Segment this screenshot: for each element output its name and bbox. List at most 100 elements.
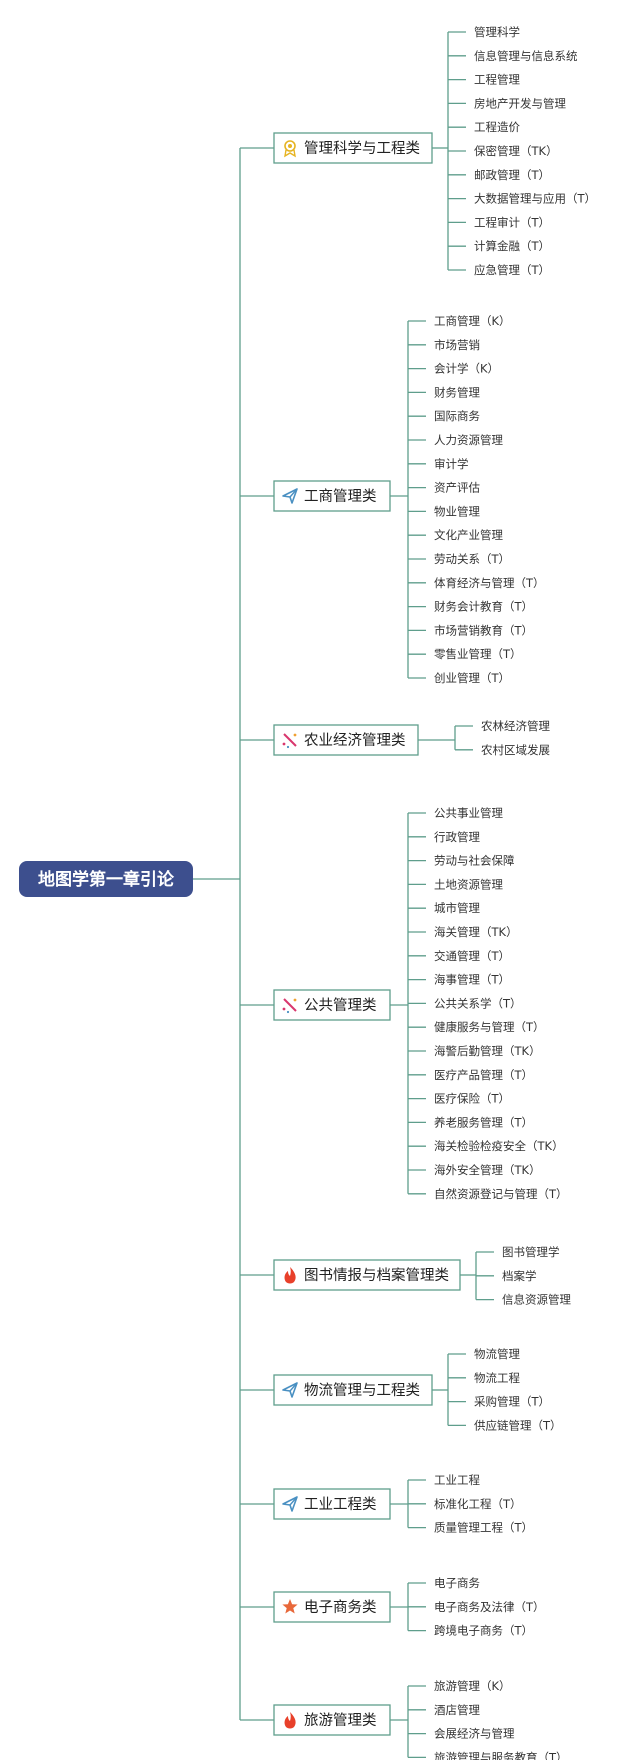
leaf-item[interactable]: 电子商务 bbox=[434, 1576, 480, 1590]
leaf-item[interactable]: 保密管理（TK） bbox=[474, 144, 558, 158]
leaf-item[interactable]: 海事管理（T） bbox=[434, 973, 510, 987]
category-box bbox=[273, 1591, 391, 1623]
leaf-item[interactable]: 养老服务管理（T） bbox=[434, 1115, 533, 1129]
leaf-item[interactable]: 行政管理 bbox=[434, 830, 480, 844]
leaf-item[interactable]: 房地产开发与管理 bbox=[474, 96, 566, 110]
leaf-item[interactable]: 信息资源管理 bbox=[502, 1293, 571, 1307]
leaf-item[interactable]: 应急管理（T） bbox=[474, 263, 550, 277]
root-node-box bbox=[19, 861, 193, 897]
leaf-item[interactable]: 国际商务 bbox=[434, 409, 480, 423]
leaf-item[interactable]: 电子商务及法律（T） bbox=[434, 1600, 545, 1614]
category-list: 管理科学与工程类 管理科学信息管理与信息系统工程管理房地产开发与管理工程造价保密管… bbox=[273, 25, 596, 1760]
leaf-item[interactable]: 物业管理 bbox=[434, 504, 480, 518]
category-node[interactable]: 公共管理类 bbox=[273, 989, 391, 1021]
leaf-item[interactable]: 海关管理（TK） bbox=[434, 925, 518, 939]
category-label: 旅游管理类 bbox=[304, 1712, 377, 1729]
magic-wand-icon bbox=[282, 998, 297, 1014]
paper-plane-icon bbox=[282, 1382, 298, 1398]
leaf-item[interactable]: 交通管理（T） bbox=[434, 949, 510, 963]
leaf-item[interactable]: 文化产业管理 bbox=[434, 528, 503, 542]
leaf-item[interactable]: 工程管理 bbox=[474, 73, 520, 87]
paper-plane-icon bbox=[282, 1496, 298, 1512]
flame-icon bbox=[284, 1712, 296, 1729]
leaf-item[interactable]: 海警后勤管理（TK） bbox=[434, 1044, 541, 1058]
category-box bbox=[273, 1488, 391, 1520]
category-box bbox=[273, 1374, 433, 1406]
leaf-item[interactable]: 体育经济与管理（T） bbox=[434, 576, 545, 590]
category-node[interactable]: 电子商务类 bbox=[273, 1591, 391, 1623]
leaf-item[interactable]: 市场营销 bbox=[434, 338, 480, 352]
magic-wand-icon bbox=[282, 733, 297, 749]
root-node[interactable]: 地图学第一章引论 bbox=[19, 861, 193, 897]
leaf-item[interactable]: 资产评估 bbox=[434, 481, 480, 495]
category-node[interactable]: 管理科学与工程类 bbox=[273, 132, 433, 164]
leaf-item[interactable]: 管理科学 bbox=[474, 25, 520, 39]
category-box bbox=[273, 1259, 461, 1291]
leaf-item[interactable]: 劳动关系（T） bbox=[434, 552, 510, 566]
leaf-item[interactable]: 农林经济管理 bbox=[481, 719, 550, 733]
leaf-item[interactable]: 工程造价 bbox=[474, 120, 520, 134]
connector-lines bbox=[193, 31, 494, 1759]
leaf-item[interactable]: 自然资源登记与管理（T） bbox=[434, 1187, 568, 1201]
leaf-item[interactable]: 供应链管理（T） bbox=[474, 1418, 562, 1432]
leaf-item[interactable]: 零售业管理（T） bbox=[434, 647, 522, 661]
leaf-item[interactable]: 信息管理与信息系统 bbox=[474, 49, 578, 63]
leaf-item[interactable]: 健康服务与管理（T） bbox=[434, 1020, 545, 1034]
leaf-item[interactable]: 医疗保险（T） bbox=[434, 1092, 510, 1106]
leaf-item[interactable]: 大数据管理与应用（T） bbox=[474, 192, 596, 206]
category-node[interactable]: 图书情报与档案管理类 bbox=[273, 1259, 461, 1291]
leaf-item[interactable]: 财务管理 bbox=[434, 385, 480, 399]
category-box bbox=[273, 989, 391, 1021]
leaf-item[interactable]: 酒店管理 bbox=[434, 1703, 480, 1717]
category-label: 工商管理类 bbox=[304, 488, 377, 505]
leaf-item[interactable]: 采购管理（T） bbox=[474, 1395, 550, 1409]
leaf-item[interactable]: 海外安全管理（TK） bbox=[434, 1163, 541, 1177]
root-node-label: 地图学第一章引论 bbox=[38, 869, 175, 890]
award-icon bbox=[284, 140, 296, 158]
leaf-item[interactable]: 农村区域发展 bbox=[481, 743, 550, 757]
leaf-item[interactable]: 计算金融（T） bbox=[474, 239, 550, 253]
leaf-item[interactable]: 海关检验检疫安全（TK） bbox=[434, 1139, 564, 1153]
leaf-item[interactable]: 跨境电子商务（T） bbox=[434, 1624, 533, 1638]
leaf-item[interactable]: 工商管理（K） bbox=[434, 314, 511, 328]
leaf-item[interactable]: 工程审计（T） bbox=[474, 215, 550, 229]
leaf-item[interactable]: 会展经济与管理 bbox=[434, 1727, 515, 1741]
leaf-item[interactable]: 工业工程 bbox=[434, 1473, 480, 1487]
category-label: 管理科学与工程类 bbox=[304, 140, 420, 157]
category-label: 图书情报与档案管理类 bbox=[304, 1266, 449, 1284]
leaf-item[interactable]: 旅游管理与服务教育（T） bbox=[434, 1750, 568, 1760]
category-label: 物流管理与工程类 bbox=[304, 1382, 420, 1399]
leaf-item[interactable]: 物流工程 bbox=[474, 1371, 520, 1385]
leaf-item[interactable]: 财务会计教育（T） bbox=[434, 600, 533, 614]
leaf-item[interactable]: 劳动与社会保障 bbox=[434, 854, 515, 868]
leaf-item[interactable]: 旅游管理（K） bbox=[434, 1679, 511, 1693]
category-label: 农业经济管理类 bbox=[304, 732, 406, 749]
leaf-item[interactable]: 图书管理学 bbox=[502, 1245, 560, 1259]
category-node[interactable]: 物流管理与工程类 bbox=[273, 1374, 433, 1406]
star-icon bbox=[282, 1599, 298, 1614]
leaf-item[interactable]: 质量管理工程（T） bbox=[434, 1521, 533, 1535]
leaf-item[interactable]: 审计学 bbox=[434, 457, 469, 471]
leaf-item[interactable]: 人力资源管理 bbox=[434, 433, 503, 447]
category-node[interactable]: 工业工程类 bbox=[273, 1488, 391, 1520]
leaf-item[interactable]: 土地资源管理 bbox=[434, 877, 503, 891]
leaf-item[interactable]: 公共事业管理 bbox=[434, 806, 503, 820]
leaf-item[interactable]: 标准化工程（T） bbox=[434, 1497, 522, 1511]
leaf-item[interactable]: 会计学（K） bbox=[434, 362, 499, 376]
leaf-item[interactable]: 邮政管理（T） bbox=[474, 168, 550, 182]
flame-icon bbox=[284, 1267, 296, 1284]
leaf-item[interactable]: 物流管理 bbox=[474, 1347, 520, 1361]
category-label: 电子商务类 bbox=[304, 1599, 377, 1616]
leaf-item[interactable]: 城市管理 bbox=[434, 901, 480, 915]
leaf-item[interactable]: 创业管理（T） bbox=[434, 671, 510, 685]
leaf-item[interactable]: 档案学 bbox=[502, 1269, 537, 1283]
leaf-item[interactable]: 公共关系学（T） bbox=[434, 996, 522, 1010]
category-node[interactable]: 农业经济管理类 bbox=[273, 724, 419, 756]
paper-plane-icon bbox=[282, 488, 298, 504]
category-node[interactable]: 工商管理类 bbox=[273, 480, 391, 512]
category-label: 工业工程类 bbox=[304, 1496, 377, 1513]
leaf-item[interactable]: 市场营销教育（T） bbox=[434, 623, 533, 637]
category-node[interactable]: 旅游管理类 bbox=[273, 1704, 391, 1736]
leaf-item[interactable]: 医疗产品管理（T） bbox=[434, 1068, 533, 1082]
